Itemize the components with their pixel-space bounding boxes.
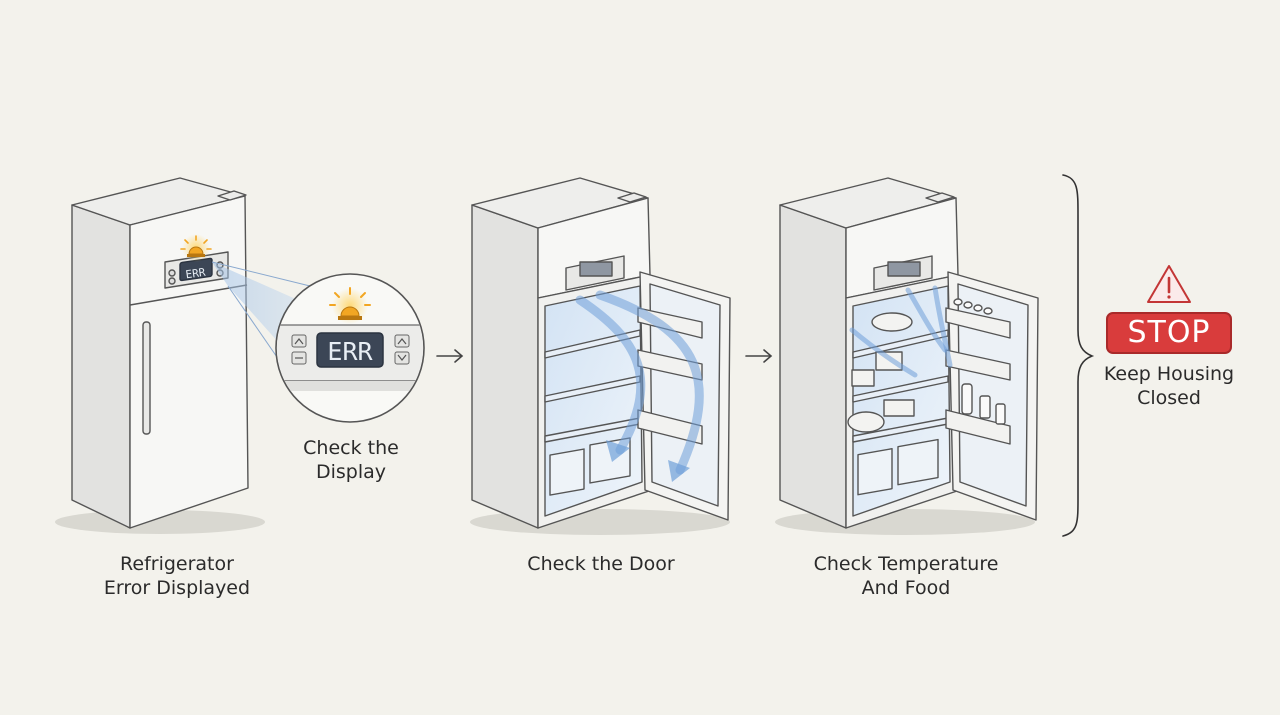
warning-triangle-icon	[1147, 265, 1191, 303]
food-airflow-arrows	[849, 285, 953, 378]
bottle-3	[995, 403, 1006, 425]
fridge-closed	[55, 177, 265, 534]
fridge-food-side	[779, 204, 847, 529]
alarm-light-icon	[180, 234, 212, 262]
fridge-food-display	[887, 261, 921, 277]
food-door-bin-3	[945, 409, 1011, 445]
food-bowl	[871, 312, 913, 332]
fridge-closed-hinge	[217, 190, 247, 201]
fridge-display-text: ERR	[185, 266, 207, 282]
zoom-down-right-icon	[397, 354, 407, 361]
bottle-1	[961, 383, 973, 415]
fridge-food-hinge	[925, 192, 955, 203]
arrow-right-icon	[436, 349, 464, 363]
airflow-arrows	[575, 290, 704, 475]
display-zoom-circle	[275, 273, 425, 423]
step-3-caption: Check Temperature And Food	[806, 552, 1006, 600]
fridge-open-door-display	[579, 261, 613, 277]
bottle-2	[979, 395, 991, 419]
zoom-display-text: ERR	[327, 337, 373, 366]
food-door-bin-2	[945, 349, 1011, 381]
shelf-1	[544, 329, 641, 359]
egg-row	[953, 298, 993, 315]
stop-caption-line-1: Keep Housing	[1103, 363, 1235, 385]
fridge-closed-door-split	[129, 284, 248, 306]
step-1-caption-line-2: Error Displayed	[103, 577, 251, 599]
food-crisper-left	[857, 448, 893, 496]
airflow-arrowheads	[606, 440, 690, 482]
zoom-up-right-icon	[397, 338, 407, 345]
fridge-closed-side	[71, 204, 131, 529]
fridge-food	[775, 177, 1039, 535]
crisper-left	[549, 448, 585, 496]
fridge-closed-handle	[142, 321, 151, 435]
food-shelf-2	[852, 375, 949, 403]
step-2-caption-line-1: Check the Door	[527, 553, 675, 575]
zoom-cone-edge-top	[211, 261, 311, 287]
display-callout-caption: Check the Display	[291, 436, 411, 484]
fridge-closed-btn-1	[168, 269, 176, 277]
food-door-bin-1	[945, 307, 1011, 339]
step-2-caption: Check the Door	[511, 552, 691, 576]
step-1-caption: Refrigerator Error Displayed	[92, 552, 262, 600]
food-container-2	[851, 369, 875, 387]
arrow-right-icon	[745, 349, 773, 363]
zoom-up-left-icon	[294, 338, 304, 345]
bracket-icon	[1062, 174, 1095, 537]
food-container-3	[883, 399, 915, 417]
step-3-caption-line-2: And Food	[861, 577, 951, 599]
food-crisper-right	[897, 438, 939, 486]
stop-caption: Keep Housing Closed	[1094, 362, 1244, 410]
step-3-caption-line-1: Check Temperature	[813, 553, 999, 575]
display-callout-caption-line-1: Check the	[303, 437, 399, 459]
step-1-caption-line-1: Refrigerator	[120, 553, 234, 575]
stop-badge: STOP	[1106, 312, 1232, 354]
fridge-open-door-side	[471, 204, 539, 529]
stop-caption-line-2: Closed	[1137, 387, 1201, 409]
zoom-alarm-light-icon	[329, 287, 371, 324]
food-plate	[847, 411, 885, 433]
display-callout-caption-line-2: Display	[315, 461, 387, 483]
fridge-closed-btn-2	[168, 277, 176, 285]
fridge-open-door-hinge	[617, 192, 647, 203]
zoom-display-screen	[316, 332, 384, 368]
